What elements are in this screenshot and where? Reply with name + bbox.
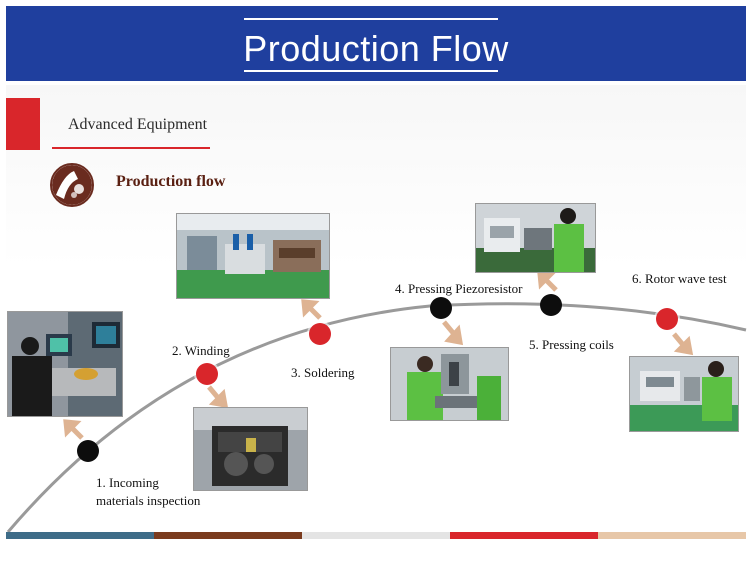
inspection-photo bbox=[7, 311, 123, 417]
step-1-label-line2: materials inspection bbox=[96, 493, 201, 508]
step-1-arrow-icon bbox=[63, 419, 84, 440]
title-top-rule bbox=[244, 18, 498, 20]
band-segment-2 bbox=[154, 532, 302, 539]
step-5-arrow-icon bbox=[537, 271, 558, 292]
piezoresistor-press-photo bbox=[390, 347, 509, 421]
step-3-node bbox=[309, 323, 331, 345]
section-underline bbox=[52, 147, 210, 149]
step-6-node bbox=[656, 308, 678, 330]
flow-badge-icon bbox=[50, 163, 94, 207]
coil-press-photo bbox=[475, 203, 596, 273]
step-2-node bbox=[196, 363, 218, 385]
step-4-label: 4. Pressing Piezoresistor bbox=[395, 281, 523, 296]
step-1-label-line1: 1. Incoming bbox=[96, 475, 159, 490]
band-segment-5 bbox=[598, 532, 746, 539]
band-segment-3 bbox=[302, 532, 450, 539]
step-2-arrow-icon bbox=[207, 385, 229, 409]
step-5-node bbox=[540, 294, 562, 316]
step-6-label: 6. Rotor wave test bbox=[632, 271, 727, 286]
winding-machine-photo bbox=[193, 407, 308, 491]
accent-block bbox=[6, 98, 40, 150]
step-4-arrow-icon bbox=[442, 320, 464, 346]
flow-label: Production flow bbox=[116, 173, 226, 190]
step-1-label: 1. Incoming materials inspection bbox=[96, 474, 200, 510]
step-1-node bbox=[77, 440, 99, 462]
rotor-test-photo bbox=[629, 356, 739, 432]
step-5-label: 5. Pressing coils bbox=[529, 337, 614, 352]
band-segment-4 bbox=[450, 532, 598, 539]
band-segment-1 bbox=[6, 532, 154, 539]
step-3-label: 3. Soldering bbox=[291, 365, 355, 380]
soldering-line-photo bbox=[176, 213, 330, 299]
title-bottom-rule bbox=[244, 70, 498, 72]
page-title: Production Flow bbox=[243, 28, 509, 69]
step-2-label: 2. Winding bbox=[172, 343, 230, 358]
section-title: Advanced Equipment bbox=[68, 116, 208, 133]
step-4-node bbox=[430, 297, 452, 319]
step-6-arrow-icon bbox=[672, 332, 694, 356]
step-3-arrow-icon bbox=[301, 299, 322, 320]
